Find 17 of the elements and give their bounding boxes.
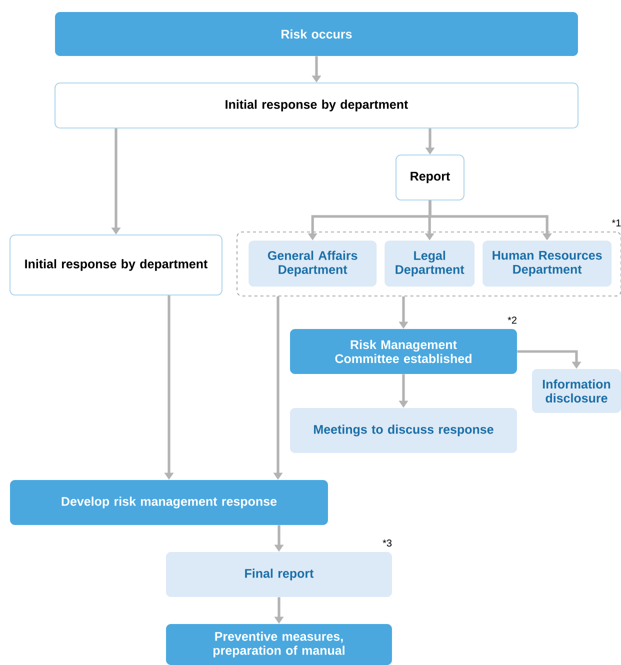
footnote-mark: *3 (382, 540, 392, 547)
footnote-mark: *1 (612, 220, 621, 226)
process-box: Meetings to discuss response (290, 408, 517, 453)
process-box: Risk occurs (55, 12, 578, 56)
process-box: Report (396, 154, 464, 200)
process-box: Information disclosure (532, 369, 621, 413)
process-box: Human Resources Department (482, 240, 612, 287)
process-box: Develop risk management response (10, 480, 328, 525)
process-box: Legal Department (384, 240, 475, 287)
footnote-mark: *2 (508, 316, 516, 324)
process-box: Initial response by department (10, 234, 222, 296)
process-box: General Affairs Department (248, 240, 377, 287)
process-box: Final report (166, 552, 392, 597)
process-box: Risk Management Committee established (290, 329, 517, 374)
dashed-group-box (236, 232, 621, 296)
process-box: Initial response by department (54, 82, 578, 128)
process-box: Preventive measures, preparation of manual (166, 624, 392, 665)
